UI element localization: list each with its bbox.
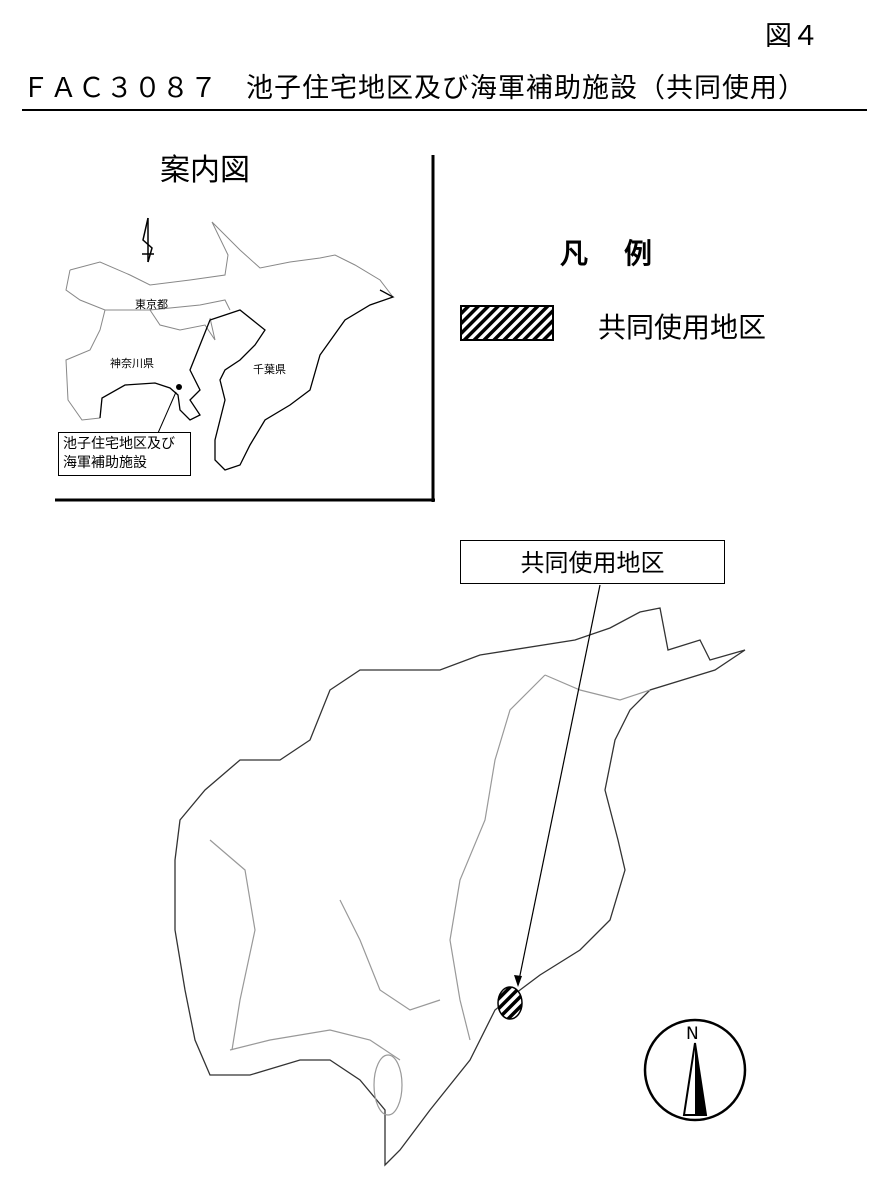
arrowhead-icon	[514, 975, 522, 987]
legend-title: 凡例	[560, 237, 689, 270]
inset-frame	[55, 155, 435, 502]
compass-north-icon	[643, 1018, 747, 1122]
page-title: ＦＡＣ３０８７ 池子住宅地区及び海軍補助施設（共同使用）	[22, 66, 867, 111]
main-map-roads	[209, 674, 651, 1116]
inset-callout-line2: 海軍補助施設	[63, 455, 147, 471]
compass-label: N	[686, 1024, 699, 1044]
shared-use-area	[497, 986, 523, 1020]
shared-use-callout: 共同使用地区	[460, 540, 725, 584]
callout-arrow	[517, 584, 601, 986]
legend-hatch-swatch	[460, 305, 554, 341]
label-kanagawa: 神奈川県	[110, 357, 154, 370]
inset-leader-line	[157, 391, 177, 434]
inset-callout: 池子住宅地区及び 海軍補助施設	[58, 432, 191, 476]
main-map-outline	[174, 607, 746, 1167]
legend-item-label: 共同使用地区	[598, 311, 767, 344]
inset-map	[65, 221, 394, 421]
inset-north-arrow-icon	[142, 217, 154, 263]
inset-location-marker	[176, 384, 182, 390]
figure-number: 図４	[765, 21, 819, 52]
inset-coastline	[99, 289, 395, 471]
inset-callout-line1: 池子住宅地区及び	[63, 436, 175, 452]
inset-title: 案内図	[160, 153, 250, 188]
label-tokyo: 東京都	[135, 298, 168, 311]
label-chiba: 千葉県	[253, 363, 286, 376]
